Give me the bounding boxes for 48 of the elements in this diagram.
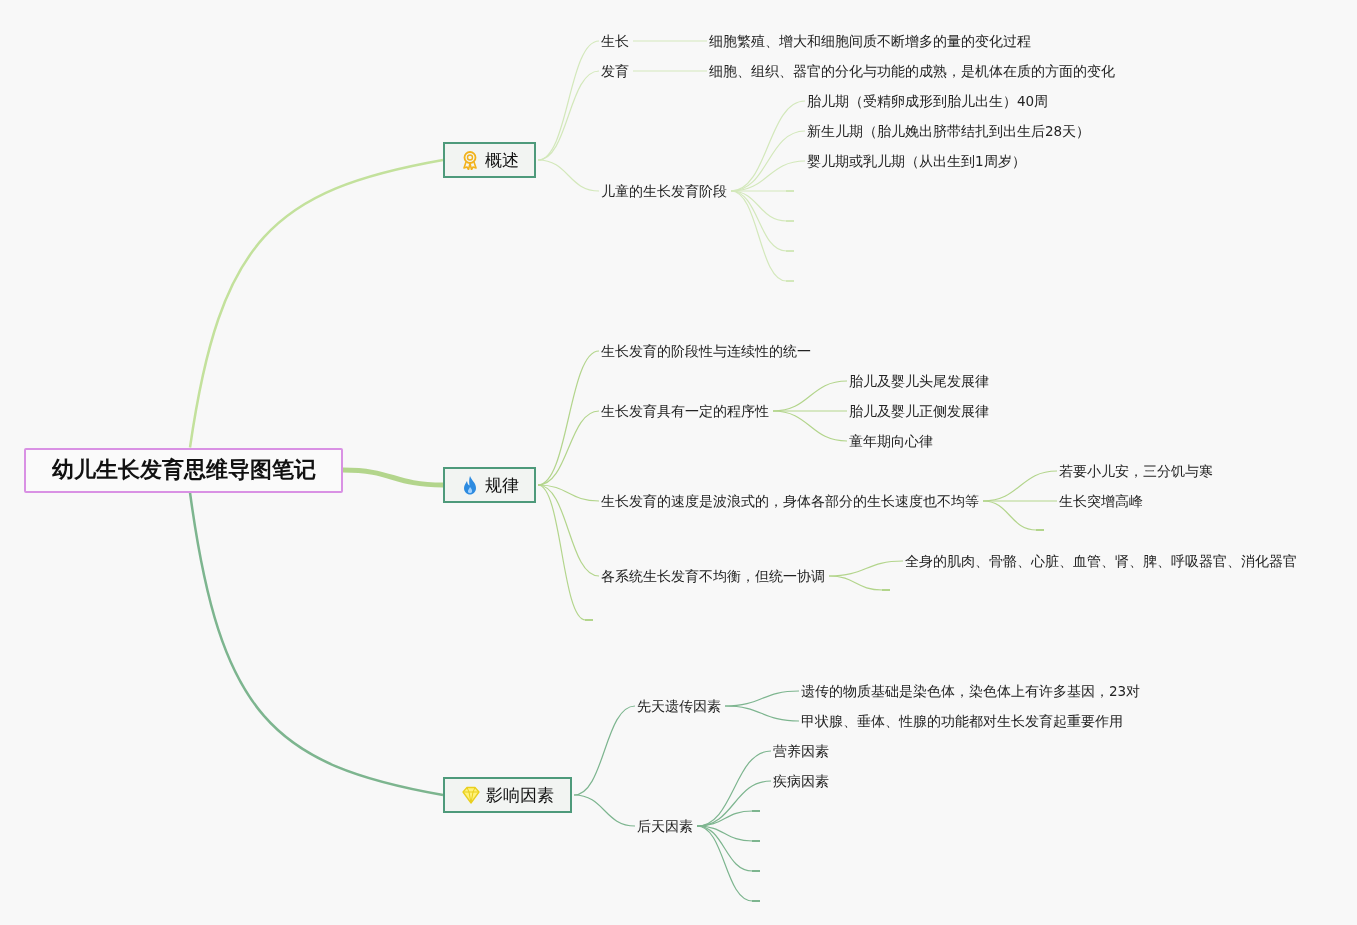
topic-text: 生长发育的阶段性与连续性的统一 [599, 341, 813, 361]
topic-text: 生长 [599, 31, 631, 51]
branch-line [982, 500, 1038, 531]
topic-text: 若要小儿安，三分饥与寒 [1057, 461, 1215, 481]
branch-line [188, 492, 444, 797]
topic-text: 各系统生长发育不均衡，但统一协调 [599, 566, 827, 586]
branch-line [730, 190, 788, 222]
topic-text: 细胞、组织、器官的分化与功能的成熟，是机体在质的方面的变化 [707, 61, 1117, 81]
branch-line [828, 575, 884, 591]
topic-text: 细胞繁殖、增大和细胞间质不断增多的量的变化过程 [707, 31, 1033, 51]
branch-line [537, 159, 600, 192]
branch-line [696, 825, 754, 872]
topic-text: 生长发育具有一定的程序性 [599, 401, 771, 421]
topic-text: 先天遗传因素 [635, 696, 723, 716]
topic-text: 全身的肌肉、骨骼、心脏、血管、肾、脾、呼吸器官、消化器官 [903, 551, 1299, 571]
branch-line [188, 158, 444, 448]
main-topic-box [443, 777, 572, 813]
topic-text: 新生儿期（胎儿娩出脐带结扎到出生后28天） [805, 121, 1093, 141]
branch-line [537, 484, 587, 621]
branch-line [573, 794, 636, 827]
topic-text: 童年期向心律 [847, 431, 935, 451]
main-topic-title: 规律 [485, 473, 519, 497]
topic-text: 疾病因素 [771, 771, 831, 791]
main-topic-box [443, 142, 536, 178]
main-topic-title: 概述 [485, 148, 519, 172]
topic-text: 后天因素 [635, 816, 695, 836]
topic-text: 生长发育的速度是波浪式的，身体各部分的生长速度也不均等 [599, 491, 981, 511]
branch-line [772, 410, 848, 442]
topic-text: 甲状腺、垂体、性腺的功能都对生长发育起重要作用 [799, 711, 1125, 731]
branch-line [828, 560, 904, 577]
branch-line [696, 810, 754, 827]
main-topic-box [443, 467, 536, 503]
branch-line [696, 825, 754, 902]
branch-line [724, 705, 800, 722]
topic-text: 儿童的生长发育阶段 [599, 181, 729, 201]
topic-text: 遗传的物质基础是染色体，染色体上有许多基因，23对 [799, 681, 1143, 701]
central-topic-box [24, 447, 343, 493]
branch-line [982, 500, 1058, 502]
topic-text: 胎儿期（受精卵成形到胎儿出生）40周 [805, 91, 1051, 111]
central-topic-title: 幼儿生长发育思维导图笔记 [51, 456, 316, 484]
topic-text: 婴儿期或乳儿期（从出生到1周岁） [805, 151, 1028, 171]
branch-line [342, 467, 444, 488]
topic-text: 胎儿及婴儿正侧发展律 [847, 401, 991, 421]
topic-text: 生长突增高峰 [1057, 491, 1145, 511]
topic-text: 发育 [599, 61, 631, 81]
main-topic-title: 影响因素 [486, 783, 554, 807]
topic-text: 营养因素 [771, 741, 831, 761]
topic-text: 胎儿及婴儿头尾发展律 [847, 371, 991, 391]
